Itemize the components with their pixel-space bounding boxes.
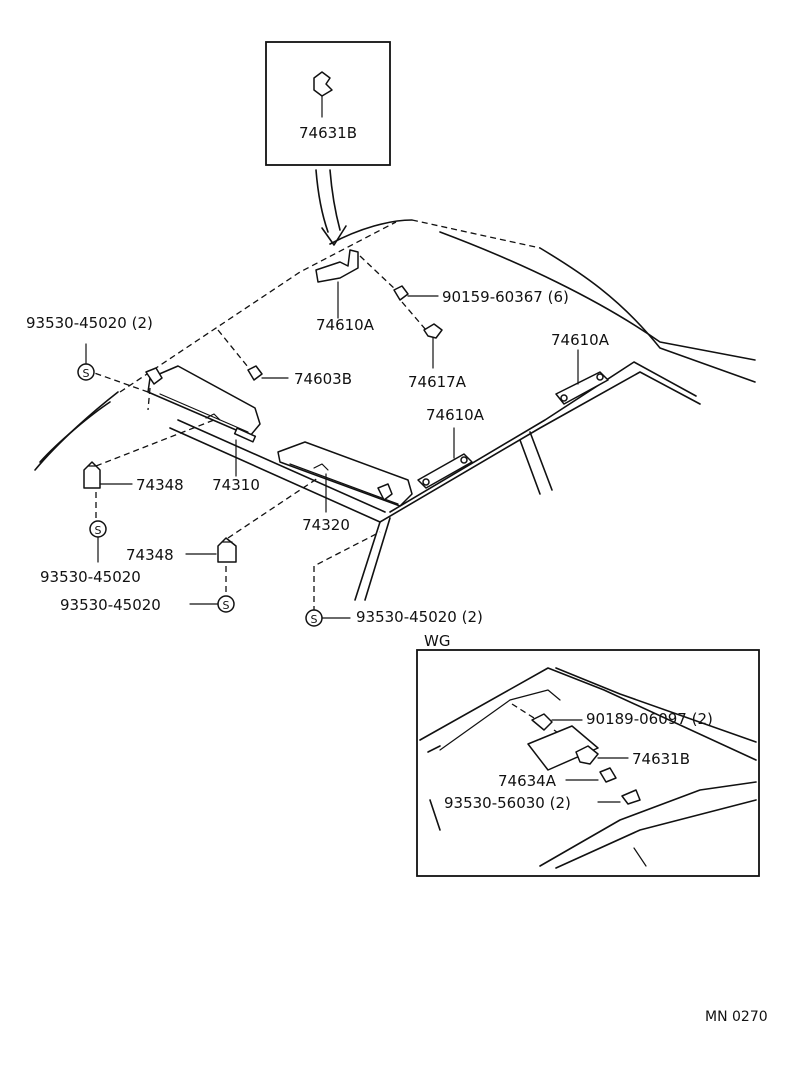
label-bracket-right-top: 74610A: [551, 331, 610, 349]
assembly-lines: [85, 369, 381, 612]
label-wg-title: WG: [424, 632, 450, 650]
screw-symbol-mid: S: [189, 595, 235, 613]
label-visor-right: 74320: [302, 516, 350, 534]
sun-visor-left: [145, 365, 261, 443]
screw-symbol-bottom: S: [305, 609, 351, 627]
label-wg-part3: 74634A: [498, 772, 557, 790]
label-wg-part1: 90189-06097 (2): [586, 710, 713, 728]
screw-symbol-left-top: S: [77, 343, 95, 381]
detail-box: [265, 41, 391, 166]
wg-clip-74634a-icon: [565, 767, 617, 783]
screw-mark: S: [311, 613, 318, 626]
label-bracket-right-mid: 74610A: [426, 406, 485, 424]
label-visor-left: 74310: [212, 476, 260, 494]
holder-74348-mid: [185, 537, 237, 563]
wg-bracket: [527, 725, 599, 771]
label-bracket-center: 74610A: [316, 316, 375, 334]
clip-74603b-icon: [217, 329, 289, 381]
leader-lines: [235, 281, 579, 513]
label-screw-bottom: 93530-45020 (2): [356, 608, 483, 626]
wg-screw-93530-icon: [597, 789, 641, 805]
roof-outline: [34, 219, 756, 601]
clip-74617a-icon: [423, 323, 443, 369]
label-screw-mid: 93530-45020: [60, 596, 161, 614]
label-wg-part4: 93530-56030 (2): [444, 794, 571, 812]
screw-mark: S: [83, 367, 90, 380]
label-screw-left-top: 93530-45020 (2): [26, 314, 153, 332]
label-wg-part2: 74631B: [632, 750, 690, 768]
detail-arrow-icon: [315, 169, 347, 246]
label-clip-left: 74603B: [294, 370, 352, 388]
screw-mark: S: [95, 524, 102, 537]
label-holder-left: 74348: [136, 476, 184, 494]
wg-box: [416, 649, 760, 877]
detail-inset-top: 74631B: [265, 41, 391, 246]
catalog-code: MN 0270: [705, 1009, 768, 1025]
label-clip-top: 74617A: [408, 373, 467, 391]
label-detail-top: 74631B: [299, 124, 357, 142]
label-screw-left-bottom: 93530-45020: [40, 568, 141, 586]
bracket-74610a-right-top: [555, 371, 609, 405]
wg-clip-90189-icon: [531, 713, 583, 731]
bracket-74610a-right-mid: [417, 453, 473, 489]
wg-clip-74631b-icon: [575, 745, 629, 765]
label-holder-mid: 74348: [126, 546, 174, 564]
label-screw-top: 90159-60367 (6): [442, 288, 569, 306]
clip-74631b-detail-icon: [313, 71, 333, 118]
sun-visor-right: [277, 441, 413, 507]
holder-74348-left: [83, 461, 133, 489]
screw-90159-icon: [359, 255, 439, 331]
screw-mark: S: [223, 599, 230, 612]
bracket-74610a-center: [315, 249, 359, 283]
screw-symbol-left-bottom: S: [89, 520, 107, 563]
wg-detail-inset: WG 90189-06097 (2) 74631B: [416, 632, 760, 877]
